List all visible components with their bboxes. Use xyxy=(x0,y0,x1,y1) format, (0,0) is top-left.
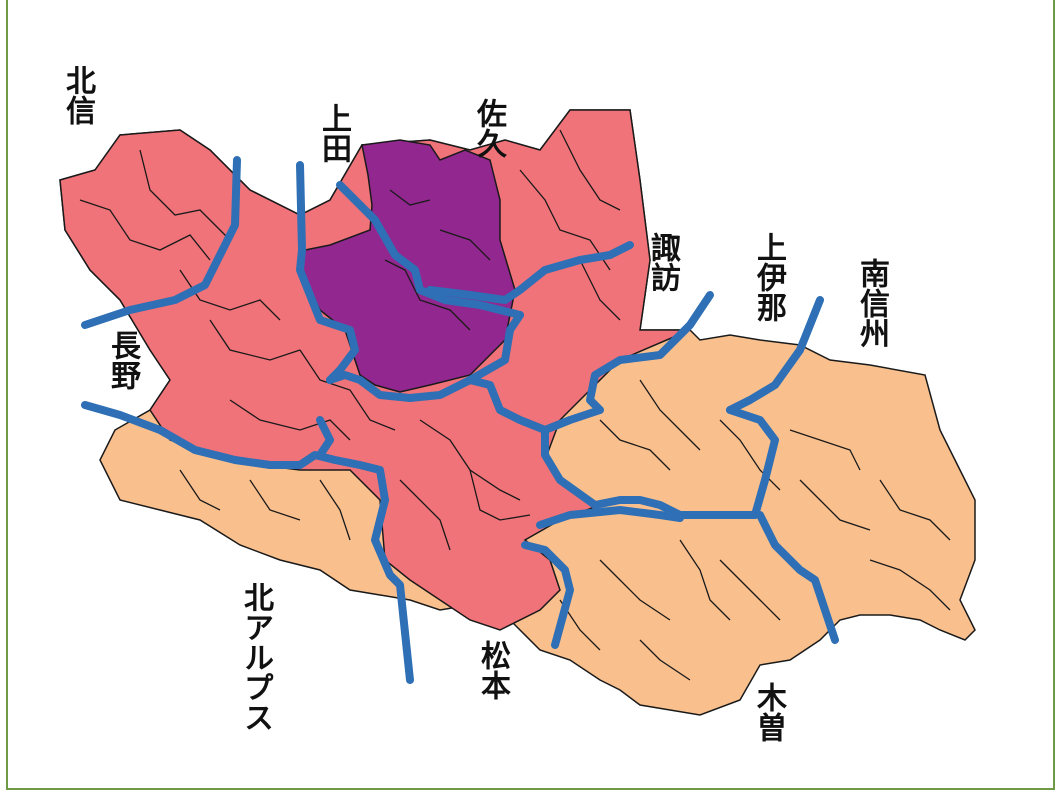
label-matsumoto: 松本 xyxy=(475,640,510,700)
label-kita-alps: 北アルプス xyxy=(238,582,273,732)
label-saku: 佐久 xyxy=(471,98,506,158)
label-minamishinshu: 南信州 xyxy=(854,258,889,348)
region-boundaries xyxy=(81,156,839,684)
label-nagano: 長野 xyxy=(105,330,140,390)
label-ueda: 上田 xyxy=(316,103,351,163)
label-kamiina: 上伊那 xyxy=(751,232,786,322)
label-hokushin: 北信 xyxy=(60,65,95,125)
label-suwa: 諏訪 xyxy=(645,232,680,292)
label-kiso: 木曽 xyxy=(751,682,786,742)
